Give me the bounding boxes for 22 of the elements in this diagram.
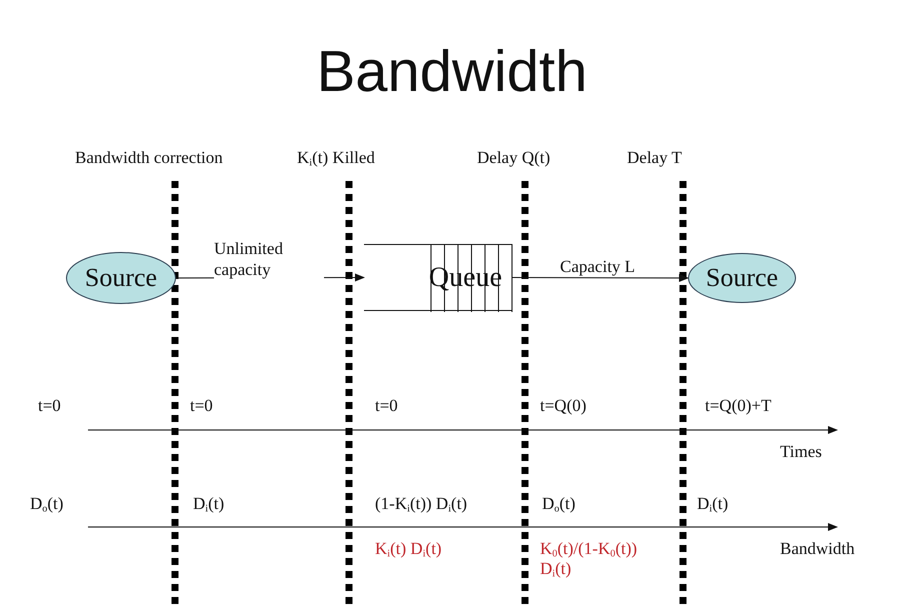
formula-note: K$_{0}$(t)/(1-K$_{0}$(t)) D$_{i}$(t) xyxy=(540,539,638,580)
annotation-label: t=Q(0) xyxy=(540,396,586,416)
source-ellipse: Source xyxy=(688,253,796,303)
annotation-label: t=0 xyxy=(375,396,398,416)
annotation-label: t=0 xyxy=(190,396,213,416)
arrow xyxy=(512,274,689,282)
annotation-label: D$_{i}$(t) xyxy=(193,494,224,514)
annotation-label: Delay Q(t) xyxy=(477,148,550,168)
source-ellipse: Source xyxy=(66,252,176,304)
formula-note: K$_{i}$(t) D$_{i}$(t) xyxy=(375,539,442,560)
annotation-label: D$_{o}$(t) xyxy=(30,494,64,514)
annotation-label: Bandwidth xyxy=(780,539,855,560)
annotation-label: Delay T xyxy=(627,148,682,168)
annotation-label: K$_{i}$(t) Killed xyxy=(297,148,375,168)
annotation-label: (1-K$_{i}$(t)) D$_{i}$(t) xyxy=(375,494,468,514)
annotation-label: Bandwidth correction xyxy=(75,148,223,168)
annotation-label: D$_{i}$(t) xyxy=(697,494,728,514)
annotation-label: Times xyxy=(780,442,822,462)
annotation-label: D$_{o}$(t) xyxy=(542,494,576,514)
annotation-label: t=Q(0)+T xyxy=(705,396,772,416)
annotation-label: t=0 xyxy=(38,396,61,416)
title: Bandwidth xyxy=(316,38,588,105)
